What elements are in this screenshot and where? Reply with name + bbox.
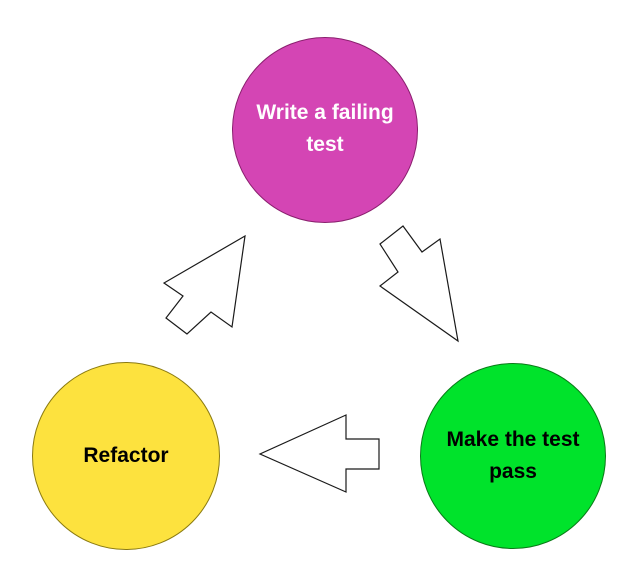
arrow-pass-to-refactor: [258, 414, 380, 493]
node-label: Make the test pass: [446, 428, 580, 483]
node-label: Refactor: [83, 444, 169, 467]
arrow-write-to-pass: [378, 225, 459, 343]
node-write-failing-test: Write a failing test: [232, 37, 418, 223]
node-make-test-pass: Make the test pass: [420, 363, 606, 549]
node-label: Write a failing test: [256, 101, 394, 156]
node-refactor: Refactor: [32, 362, 220, 550]
arrow-refactor-to-write: [162, 234, 246, 335]
